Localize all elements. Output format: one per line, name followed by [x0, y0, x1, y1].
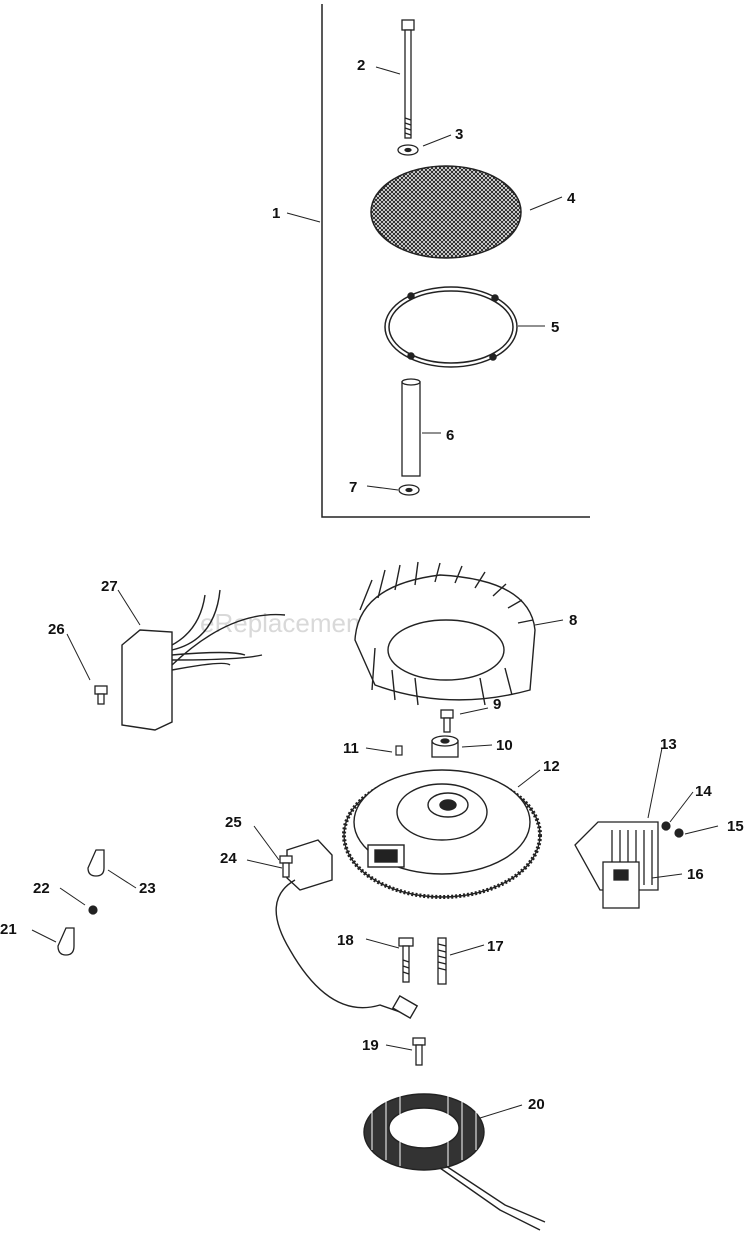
- part-6-spacer[interactable]: [401, 378, 421, 477]
- part-16-connector[interactable]: [602, 861, 640, 909]
- part-10-nut[interactable]: [431, 735, 459, 758]
- part-11-key[interactable]: [395, 745, 403, 756]
- callout-22[interactable]: 22: [33, 880, 50, 897]
- callout-23[interactable]: 23: [139, 880, 156, 897]
- callout-6[interactable]: 6: [446, 427, 454, 444]
- callout-5[interactable]: 5: [551, 319, 559, 336]
- callout-11[interactable]: 11: [343, 740, 359, 757]
- callout-17[interactable]: 17: [487, 938, 504, 955]
- callout-1[interactable]: 1: [272, 205, 280, 222]
- part-22-nut[interactable]: [88, 905, 98, 915]
- callout-19[interactable]: 19: [362, 1037, 379, 1054]
- callout-27[interactable]: 27: [101, 578, 118, 595]
- part-9-bolt[interactable]: [440, 709, 454, 733]
- part-19-bolt[interactable]: [412, 1037, 426, 1066]
- callout-2[interactable]: 2: [357, 57, 365, 74]
- part-24-ignition-module[interactable]: [275, 839, 419, 1020]
- callout-10[interactable]: 10: [496, 737, 513, 754]
- callout-15[interactable]: 15: [727, 818, 744, 835]
- part-20-stator[interactable]: [363, 1093, 546, 1231]
- leader-lines: [31, 66, 719, 1119]
- part-7-washer[interactable]: [398, 484, 420, 496]
- callout-25[interactable]: 25: [225, 814, 242, 831]
- part-18-bolt[interactable]: [398, 937, 414, 983]
- callout-3[interactable]: 3: [455, 126, 463, 143]
- part-27-rectifier[interactable]: [121, 589, 286, 731]
- part-21-clamp[interactable]: [57, 927, 75, 956]
- callout-4[interactable]: 4: [567, 190, 576, 207]
- part-2-bolt[interactable]: [401, 19, 415, 139]
- callout-20[interactable]: 20: [528, 1096, 545, 1113]
- part-15-screw[interactable]: [674, 828, 684, 838]
- part-3-washer[interactable]: [397, 144, 419, 156]
- part-14-nut[interactable]: [661, 821, 671, 831]
- part-4-screen[interactable]: [370, 165, 522, 259]
- part-26-screw[interactable]: [94, 685, 108, 705]
- callout-12[interactable]: 12: [543, 758, 560, 775]
- callout-16[interactable]: 16: [687, 866, 704, 883]
- callout-21[interactable]: 21: [0, 921, 17, 938]
- part-12-flywheel[interactable]: [342, 769, 542, 899]
- part-23-clamp[interactable]: [87, 849, 105, 877]
- kit-bracket: [321, 4, 590, 518]
- callout-13[interactable]: 13: [660, 736, 677, 753]
- part-8-fan[interactable]: [354, 561, 536, 706]
- part-5-ring[interactable]: [384, 286, 518, 368]
- callout-9[interactable]: 9: [493, 696, 501, 713]
- callout-18[interactable]: 18: [337, 932, 354, 949]
- part-17-stud[interactable]: [437, 937, 447, 985]
- callout-7[interactable]: 7: [349, 479, 357, 496]
- callout-24[interactable]: 24: [220, 850, 237, 867]
- callout-8[interactable]: 8: [569, 612, 577, 629]
- callout-labels: 1 2 3 4 5 6 7 8 9 10 11 12 13 14 15 16 1…: [0, 57, 744, 1113]
- part-25-screw[interactable]: [279, 855, 293, 878]
- callout-26[interactable]: 26: [48, 621, 65, 638]
- callout-14[interactable]: 14: [695, 783, 712, 800]
